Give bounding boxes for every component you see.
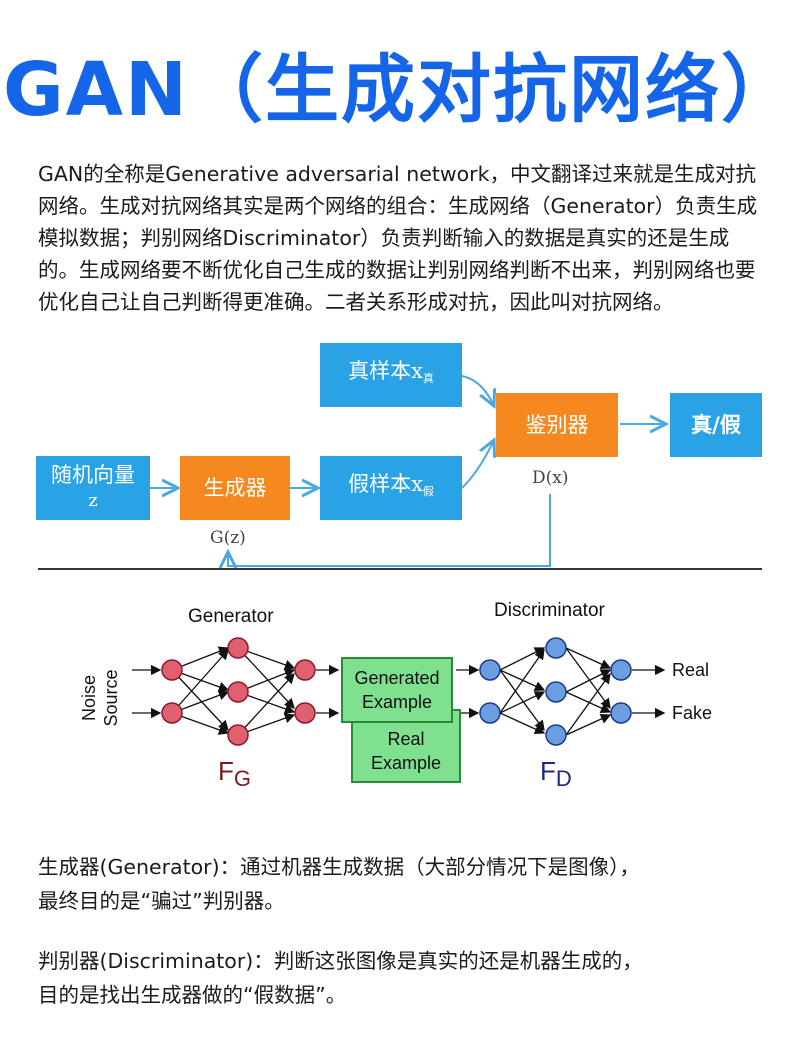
arrow-fake-to-discriminator [461, 440, 494, 489]
gen-node [294, 702, 316, 724]
section-divider [38, 568, 762, 570]
disc-node [479, 659, 501, 681]
generated-example-line1: Generated [354, 668, 440, 688]
fake-sample-box: 假样本x假 [320, 456, 462, 520]
noise-source-label: Noise Source [78, 658, 138, 738]
output-label: 真/假 [691, 412, 741, 437]
discriminator-label: 鉴别器 [525, 413, 589, 437]
generator-title: Generator [188, 606, 274, 627]
discriminator-title: Discriminator [494, 600, 605, 621]
generator-label: 生成器 [203, 476, 267, 500]
disc-node [545, 637, 567, 659]
source-label: Source [101, 669, 121, 727]
gen-node [161, 702, 183, 724]
disc-node [545, 681, 567, 703]
real-example-text: Real Example [352, 727, 460, 775]
gen-node [227, 681, 249, 703]
fd-sub: D [555, 766, 572, 791]
disc-node [545, 724, 567, 746]
discriminator-description: 判别器(Discriminator)：判断这张图像是真实的还是机器生成的， 目的… [38, 944, 778, 1012]
generated-example-text: Generated Example [342, 666, 452, 714]
fg-sub: G [233, 766, 252, 791]
fg-main: F [218, 756, 234, 786]
discriminator-description-line1: 判别器(Discriminator)：判断这张图像是真实的还是机器生成的， [38, 949, 643, 973]
output-fake-label: Fake [672, 703, 713, 723]
output-real-label: Real [672, 660, 710, 680]
feedback-line [228, 494, 551, 566]
disc-node [610, 702, 632, 724]
generated-example-line2: Example [361, 692, 433, 712]
real-sample-box: 真样本x真 [320, 343, 462, 407]
gen-node [294, 659, 316, 681]
intro-paragraph: GAN的全称是Generative adversarial network，中文… [38, 162, 758, 314]
generator-description-line1: 生成器(Generator)：通过机器生成数据（大部分情况下是图像）， [38, 855, 640, 879]
arrow-real-to-discriminator [461, 375, 494, 406]
generated-example-box [341, 657, 453, 723]
real-sample-label: 真样本x [348, 359, 423, 383]
flow-arrows [150, 375, 800, 580]
disc-node [610, 659, 632, 681]
fd-main: F [540, 756, 556, 786]
fd-label: FD [540, 756, 572, 792]
gen-node [227, 724, 249, 746]
gen-node [227, 637, 249, 659]
generator-description: 生成器(Generator)：通过机器生成数据（大部分情况下是图像）， 最终目的… [38, 850, 778, 918]
output-box: 真/假 [670, 393, 762, 457]
gen-node [161, 659, 183, 681]
discriminator-description-line2: 目的是找出生成器做的“假数据”。 [38, 983, 347, 1007]
page-title: GAN（生成对抗网络） [3, 47, 797, 133]
generator-box: 生成器 [180, 456, 290, 520]
fg-label: FG [218, 756, 251, 792]
gz-label: G(z) [210, 528, 246, 548]
fake-sample-label: 假样本x [348, 472, 423, 496]
random-vector-label: 随机向量 [51, 463, 135, 487]
real-example-line2: Example [370, 753, 442, 773]
dx-label: D(x) [532, 468, 569, 488]
random-vector-z: z [88, 490, 98, 511]
real-example-line1: Real [387, 729, 425, 749]
fake-sample-subscript: 假 [422, 485, 434, 498]
generator-description-line2: 最终目的是“骗过”判别器。 [38, 889, 285, 913]
disc-node [479, 702, 501, 724]
noise-label: Noise [79, 674, 99, 722]
real-sample-subscript: 真 [422, 372, 434, 385]
discriminator-box: 鉴别器 [496, 393, 618, 457]
random-vector-box: 随机向量 z [36, 456, 150, 520]
gan-network-diagram [132, 637, 666, 783]
